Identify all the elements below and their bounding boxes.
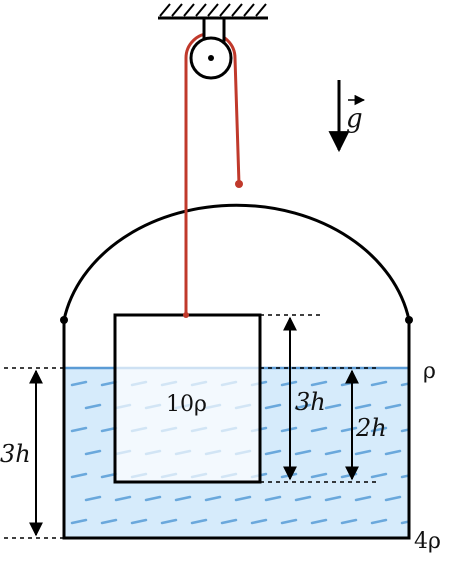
dimension-guides (4, 314, 380, 539)
dimension-arrows (29, 316, 359, 537)
wave-dash (310, 518, 328, 525)
wave-dash (114, 495, 132, 502)
wave-dash (84, 403, 102, 410)
wave-dash (370, 472, 388, 479)
block-density-label: 10ρ (166, 392, 207, 417)
wave-dash (84, 495, 102, 502)
wave-dash (280, 518, 298, 525)
wave-dash (204, 495, 222, 502)
wave-dash (324, 449, 342, 456)
wave-dash (84, 449, 102, 456)
wave-dash (174, 495, 192, 502)
wave-dash (220, 518, 238, 525)
vessel (62, 320, 411, 540)
vessel-density-label: 4ρ (414, 529, 441, 554)
wave-dash (264, 403, 282, 410)
rope-block-point (183, 312, 189, 318)
wave-dash (400, 428, 409, 433)
wave-dash (310, 426, 328, 433)
wave-dash (70, 472, 88, 479)
wave-dash (294, 403, 312, 410)
wave-dash (310, 380, 328, 387)
wave-dash (100, 518, 118, 525)
wave-dash (370, 426, 388, 433)
wave-dash (400, 474, 409, 479)
wave-dash (264, 449, 282, 456)
gravity-label: g (346, 104, 363, 134)
wave-dash (310, 472, 328, 479)
floating-block (113, 313, 262, 484)
wave-dash (384, 495, 402, 502)
wave-dash (400, 382, 409, 387)
ceiling-hatch-icon (158, 3, 268, 20)
arrow-down-icon (328, 80, 366, 153)
wave-dash (294, 495, 312, 502)
liquid-density-label: ρ (423, 359, 436, 384)
wave-dash (324, 495, 342, 502)
wave-dash (340, 518, 358, 525)
handle-joint-right (405, 316, 413, 324)
wave-dash (354, 495, 372, 502)
wave-dash (370, 518, 388, 525)
wave-dash (234, 495, 252, 502)
wave-dash (70, 518, 88, 525)
rope-attachment-point (235, 180, 243, 188)
wave-dash (70, 380, 88, 387)
wave-dash (324, 403, 342, 410)
wave-dash (384, 449, 402, 456)
wave-dash (190, 518, 208, 525)
wave-dash (144, 495, 162, 502)
liquid-height-label: 3h (0, 440, 31, 468)
vessel-handle (62, 203, 411, 321)
handle-joint-left (60, 316, 68, 324)
submerged-depth-label: 2h (355, 414, 387, 442)
wave-dash (370, 380, 388, 387)
pulley-icon (189, 16, 233, 80)
wave-dash (250, 518, 268, 525)
wave-dash (400, 520, 409, 525)
wave-dash (130, 518, 148, 525)
block-height-label: 3h (295, 388, 326, 416)
wave-dash (384, 403, 402, 410)
wave-dash (294, 449, 312, 456)
wave-dash (264, 495, 282, 502)
wave-dash (70, 426, 88, 433)
wave-dash (160, 518, 178, 525)
